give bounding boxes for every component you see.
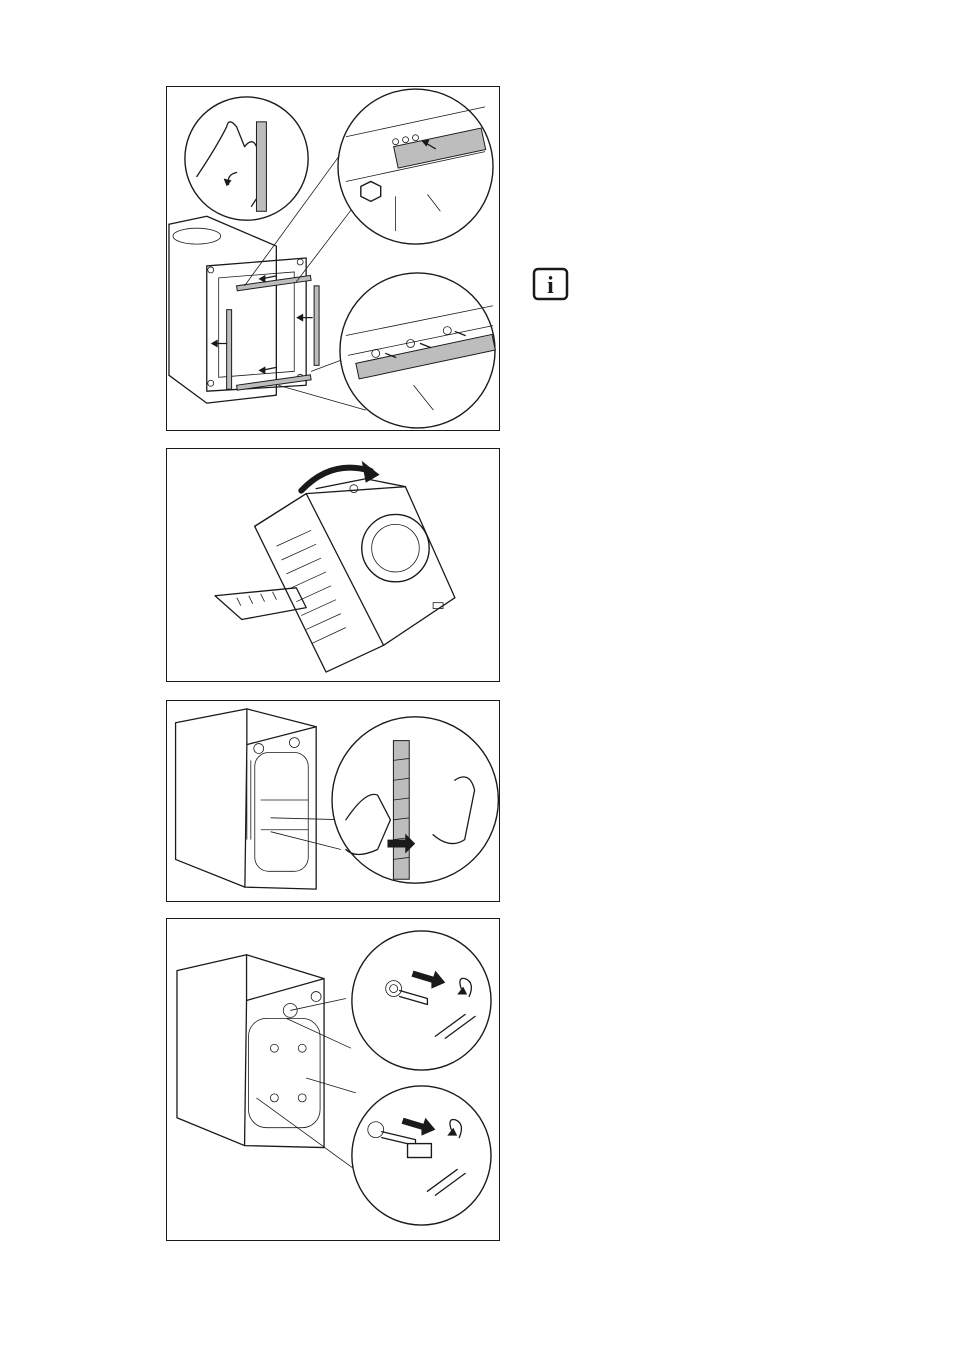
fig3-drawing [167, 701, 499, 901]
illustration-removing-hose-clip [166, 700, 500, 902]
info-icon-glyph: i [547, 273, 554, 299]
fig4-drawing [167, 919, 499, 1240]
illustration-tilting-machine [166, 448, 500, 682]
info-icon: i [532, 267, 569, 301]
illustration-removing-transit-bolts [166, 918, 500, 1241]
fig1-drawing [167, 87, 499, 430]
fig2-drawing [167, 449, 499, 681]
illustration-fitting-cover-strips [166, 86, 500, 431]
